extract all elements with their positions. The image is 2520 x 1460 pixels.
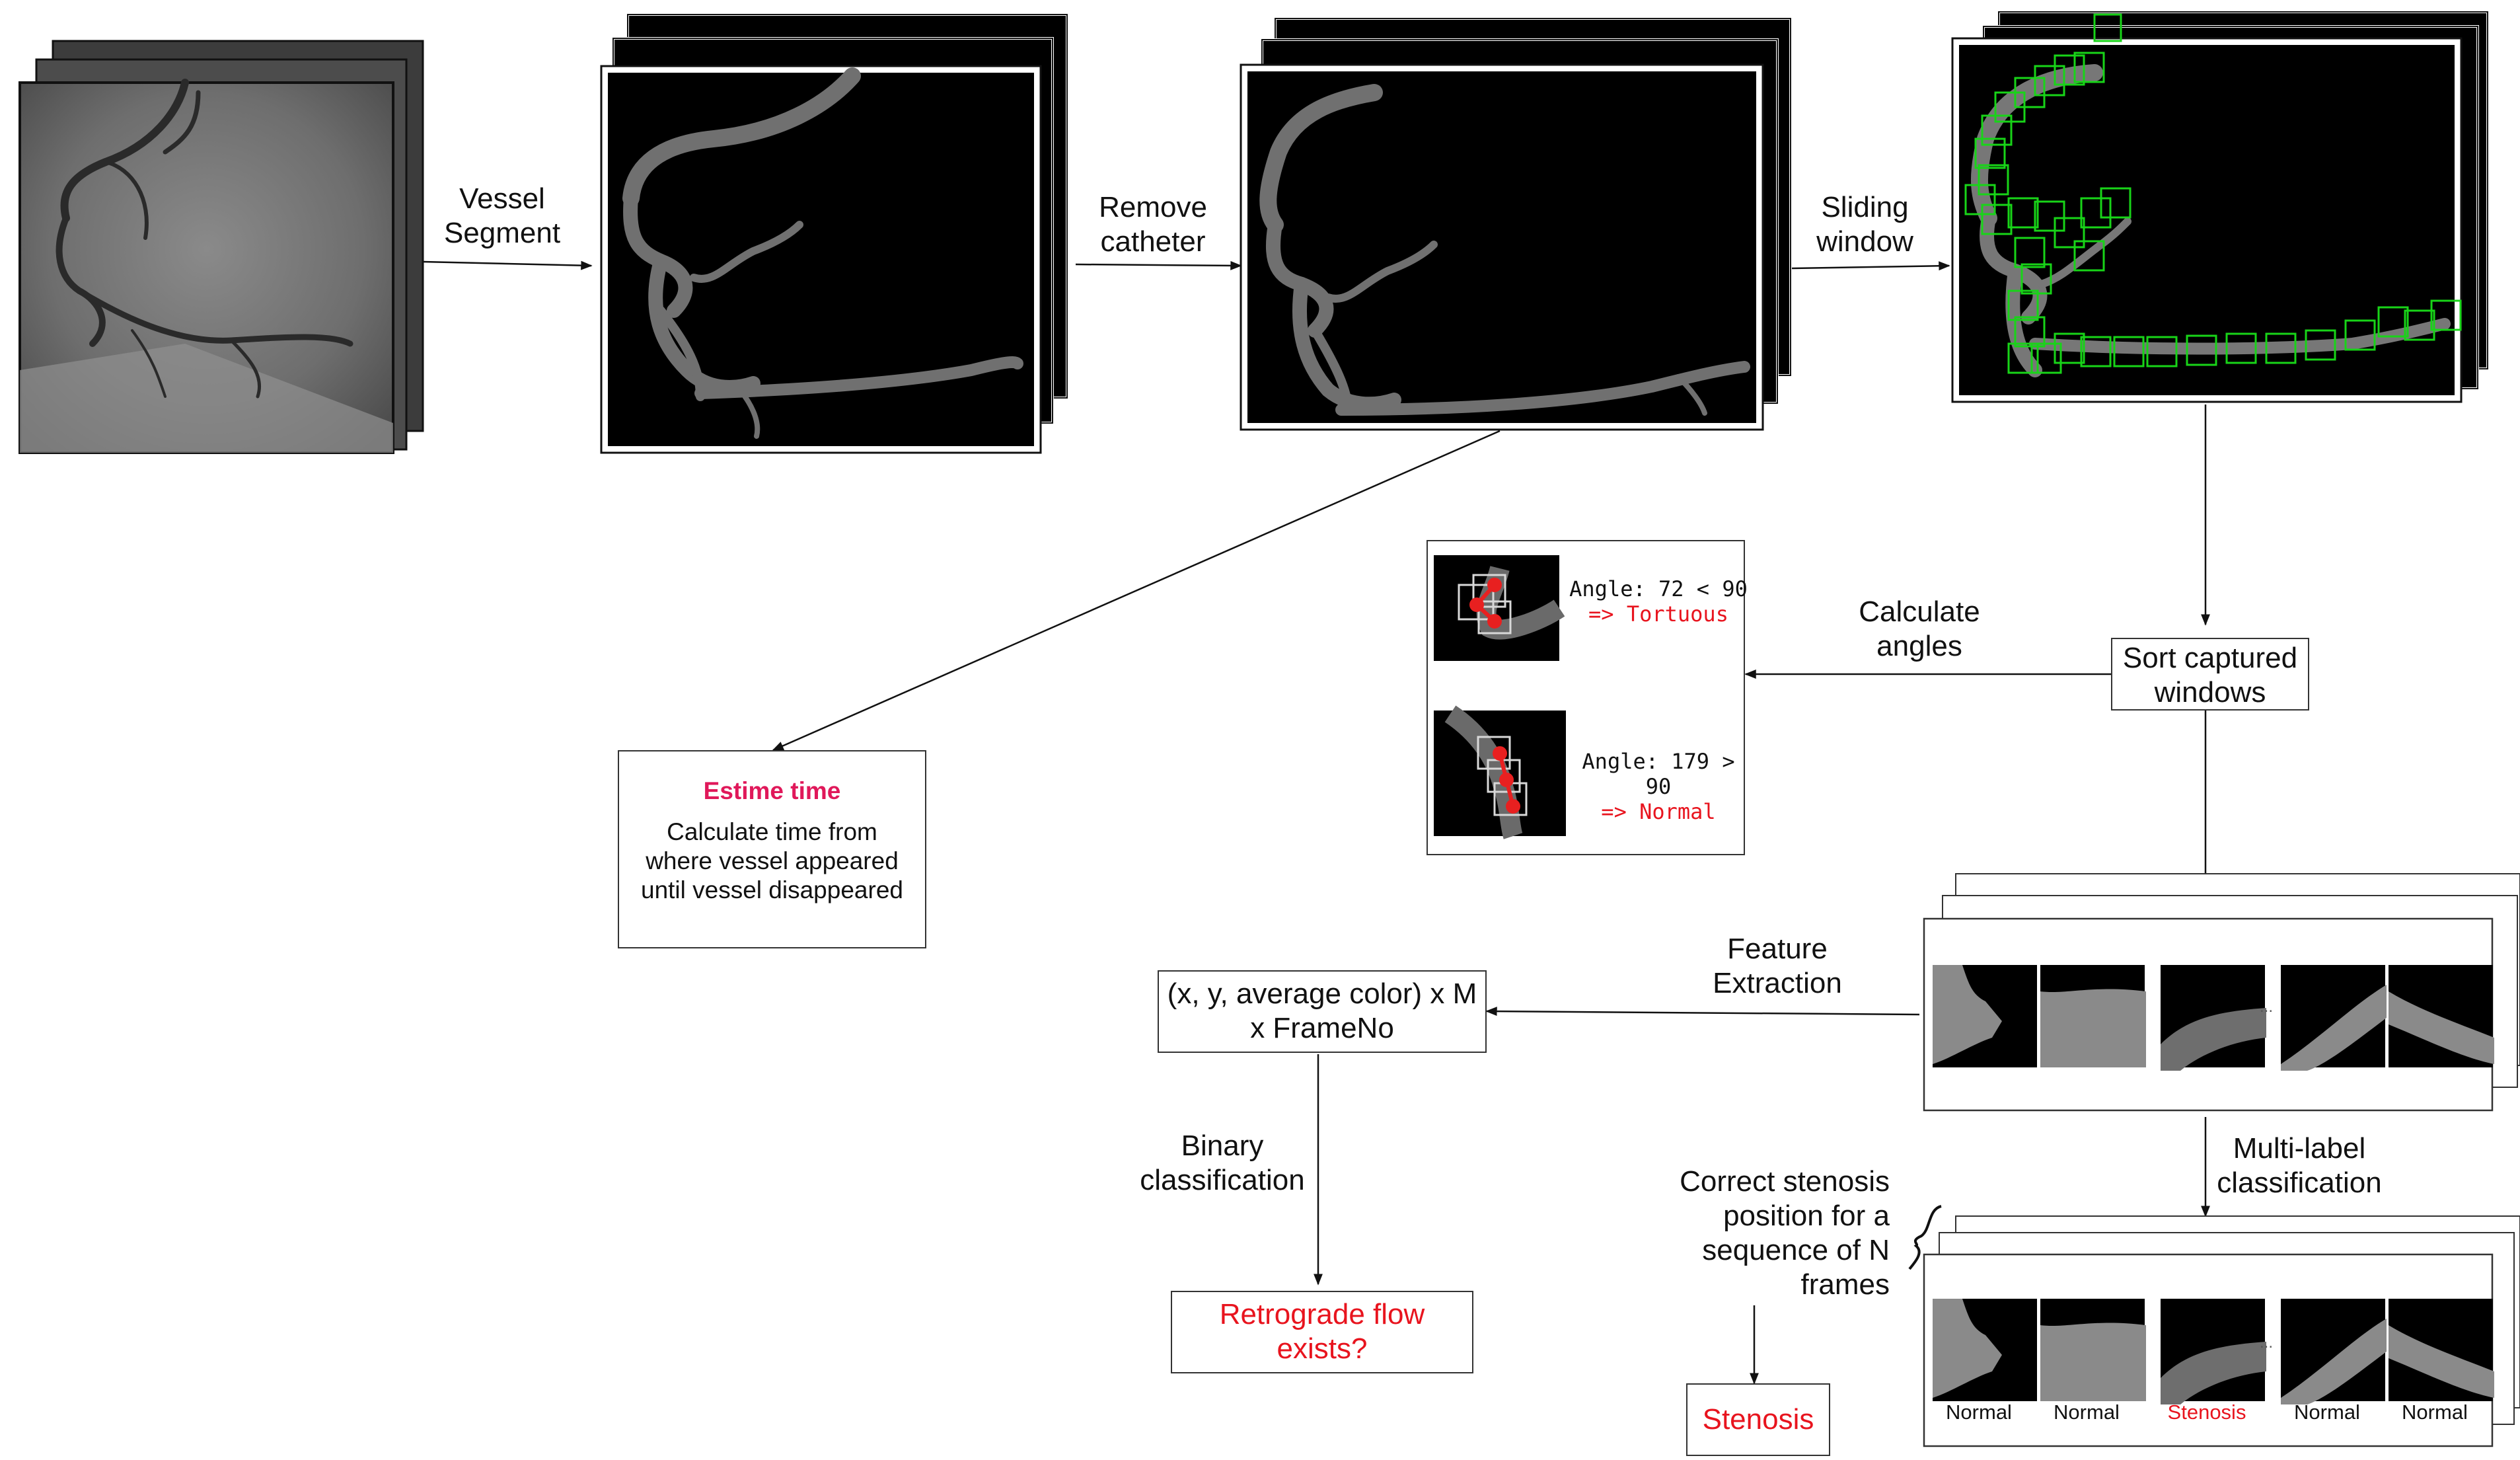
remove-catheter-label: Remove catheter [1067, 190, 1239, 259]
curly-brace [1908, 1205, 1942, 1270]
angiogram-stack [19, 40, 424, 454]
sort-box-line2: windows [2154, 676, 2266, 709]
feature-extraction-line2: Extraction [1713, 967, 1842, 999]
patch-label-3: Stenosis [2167, 1401, 2246, 1424]
calculate-angles-label: Calculate angles [1824, 595, 2015, 664]
binary-classification-line1: Binary [1181, 1130, 1264, 1162]
vessel-patch-4 [2281, 965, 2387, 1071]
remove-catheter-line1: Remove [1099, 191, 1207, 223]
calculate-angles-line2: angles [1876, 630, 1962, 662]
estime-time-title: Estime time [703, 777, 841, 804]
multi-label-classification-label: Multi-label classification [2194, 1132, 2405, 1200]
retrograde-flow-box: Retrograde flow exists? [1171, 1291, 1473, 1373]
patch-row-top [1933, 965, 2494, 1071]
vessel-patch-5 [2389, 965, 2494, 1067]
vessel-segment-label: Vessel Segment [423, 182, 581, 250]
vessel-patch-5 [2389, 1299, 2494, 1401]
vessel-patch-4 [2281, 1299, 2387, 1404]
features-line1: (x, y, average color) x M [1167, 978, 1477, 1010]
patch-label-1: Normal [1946, 1401, 2012, 1424]
sliding-window-line2: window [1816, 225, 1913, 258]
retrograde-line2: exists? [1277, 1332, 1368, 1365]
calculate-angles-line1: Calculate [1859, 596, 1980, 628]
multi-label-line2: classification [2217, 1167, 2382, 1199]
vessel-patch-3 [2161, 1299, 2266, 1404]
stenosis-result-box: Stenosis [1686, 1383, 1830, 1456]
features-line2: x FrameNo [1250, 1012, 1394, 1044]
estime-time-box: Estime time Calculate time from where ve… [618, 750, 926, 948]
estime-time-line3: until vessel disappeared [641, 876, 903, 903]
patch-label-2: Normal [2054, 1401, 2120, 1424]
angle-example-2: Angle: 179 > 90 => Normal [1566, 749, 1751, 824]
correct-stenosis-line1: Correct stenosis [1680, 1165, 1890, 1198]
patch-ellipsis-top: ... [2260, 998, 2274, 1016]
vessel-segment-line1: Vessel [459, 182, 545, 215]
patch-row-bottom [1933, 1299, 2494, 1404]
angle-2-result: => Normal [1601, 799, 1716, 824]
retrograde-line1: Retrograde flow [1219, 1298, 1425, 1330]
sort-windows-box: Sort captured windows [2111, 638, 2309, 711]
estime-time-line2: where vessel appeared [646, 847, 899, 874]
features-box: (x, y, average color) x M x FrameNo [1158, 970, 1487, 1053]
correct-stenosis-label: Correct stenosis position for a sequence… [1619, 1165, 1890, 1302]
angle-example-1: Angle: 72 < 90 => Tortuous [1569, 576, 1748, 627]
feature-extraction-line1: Feature [1727, 933, 1828, 965]
angle-2-text: Angle: 179 > 90 [1582, 749, 1735, 799]
angle-1-result: => Tortuous [1588, 601, 1728, 627]
stenosis-result-text: Stenosis [1702, 1403, 1814, 1436]
vessel-patch-2 [2040, 1299, 2146, 1401]
remove-catheter-line2: catheter [1100, 225, 1206, 258]
vessel-patch-1 [1933, 1299, 2037, 1401]
segmented-stack [600, 13, 1068, 454]
binary-classification-line2: classification [1140, 1164, 1305, 1196]
multi-label-line1: Multi-label [2233, 1132, 2366, 1165]
correct-stenosis-line4: frames [1800, 1268, 1890, 1301]
catheter-removed-stack [1240, 17, 1792, 431]
sliding-window-label: Sliding window [1784, 190, 1946, 259]
patch-label-5: Normal [2402, 1401, 2468, 1424]
sliding-window-stack [1951, 11, 2489, 403]
vessel-patch-1 [1933, 965, 2037, 1067]
vessel-patch-3 [2161, 965, 2266, 1071]
vessel-patch-2 [2040, 965, 2146, 1067]
patch-ellipsis-bottom: ... [2260, 1334, 2274, 1352]
sliding-window-line1: Sliding [1821, 191, 1909, 223]
feature-extraction-label: Feature Extraction [1682, 932, 1873, 1001]
correct-stenosis-line3: sequence of N [1702, 1234, 1890, 1266]
correct-stenosis-line2: position for a [1723, 1200, 1890, 1232]
binary-classification-label: Binary classification [1117, 1129, 1328, 1198]
angle-1-text: Angle: 72 < 90 [1569, 576, 1748, 601]
angles-panel-graphics [1427, 540, 1745, 855]
patch-label-4: Normal [2294, 1401, 2360, 1424]
patch-labels: Normal Normal Stenosis Normal Normal [1926, 1400, 2494, 1426]
vessel-segment-line2: Segment [443, 217, 561, 249]
estime-time-line1: Calculate time from [667, 818, 877, 845]
sort-box-line1: Sort captured [2122, 642, 2298, 674]
